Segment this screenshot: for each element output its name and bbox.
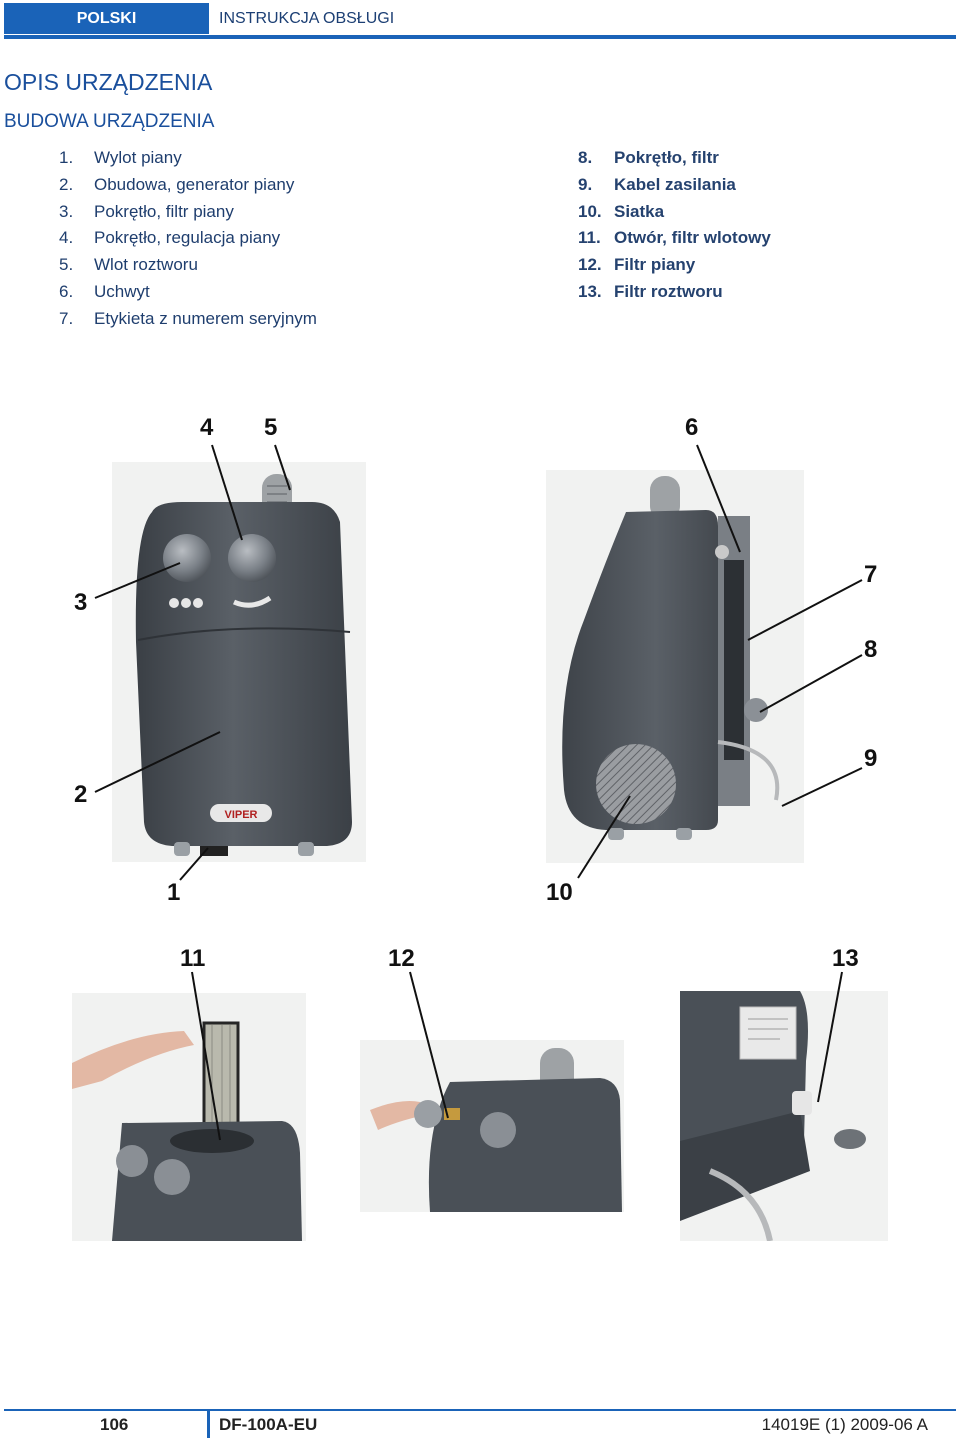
callout-7: 7 bbox=[864, 561, 878, 588]
list-item: 3. Pokrętło, filtr piany bbox=[59, 199, 317, 226]
item-number: 4. bbox=[59, 228, 74, 248]
callout-5: 5 bbox=[264, 414, 278, 441]
item-number: 10. bbox=[578, 201, 602, 221]
callout-9: 9 bbox=[864, 745, 878, 772]
callout-13: 13 bbox=[832, 945, 859, 972]
item-number: 5. bbox=[59, 255, 74, 275]
leader-9 bbox=[781, 767, 863, 807]
leader-12 bbox=[409, 971, 449, 1119]
device-side-illustration bbox=[546, 470, 804, 863]
callout-6: 6 bbox=[685, 414, 699, 441]
item-number: 6. bbox=[59, 281, 74, 301]
list-item: 10. Siatka bbox=[578, 199, 771, 226]
item-label: Filtr roztworu bbox=[614, 281, 723, 301]
leader-1 bbox=[179, 847, 209, 881]
item-label: Pokrętło, filtr bbox=[614, 148, 719, 167]
inlet-filter-illustration bbox=[72, 993, 306, 1241]
leader-5 bbox=[274, 444, 291, 491]
section-subtitle: BUDOWA URZĄDZENIA bbox=[4, 111, 215, 132]
parts-list-left: 1. Wylot piany 2. Obudowa, generator piany… bbox=[59, 145, 317, 333]
photo-solution-filter bbox=[680, 991, 888, 1241]
item-number: 7. bbox=[59, 308, 74, 328]
item-label: Otwór, filtr wlotowy bbox=[614, 228, 771, 248]
photo-inlet-filter bbox=[72, 993, 306, 1241]
item-label: Kabel zasilania bbox=[614, 174, 736, 194]
list-item: 9. Kabel zasilania bbox=[578, 172, 771, 199]
callout-11: 11 bbox=[180, 945, 206, 972]
item-label: Filtr piany bbox=[614, 255, 696, 275]
leader-4 bbox=[211, 444, 243, 541]
item-label: Uchwyt bbox=[94, 281, 150, 301]
leader-8 bbox=[759, 654, 863, 713]
leader-6 bbox=[696, 444, 741, 553]
brand-logo: VIPER bbox=[224, 809, 257, 821]
leader-3 bbox=[94, 562, 181, 599]
callout-8: 8 bbox=[864, 636, 878, 663]
item-number: 11. bbox=[578, 228, 601, 248]
item-label: Etykieta z numerem seryjnym bbox=[94, 308, 317, 328]
callout-12: 12 bbox=[388, 945, 415, 972]
item-label: Wylot piany bbox=[94, 148, 182, 167]
parts-list-right: 8. Pokrętło, filtr 9. Kabel zasilania 10. S… bbox=[578, 145, 771, 306]
leader-2 bbox=[94, 731, 221, 793]
model-name: DF-100A-EU bbox=[219, 1415, 318, 1434]
leader-7 bbox=[747, 579, 863, 641]
photo-side-view bbox=[546, 470, 804, 863]
photo-foam-filter bbox=[360, 1040, 624, 1212]
leader-13 bbox=[817, 971, 843, 1103]
device-front-illustration: VIPER bbox=[112, 462, 366, 862]
list-item: 1. Wylot piany bbox=[59, 145, 317, 172]
photo-front-view: VIPER bbox=[112, 462, 366, 862]
callout-3: 3 bbox=[74, 589, 88, 616]
item-number: 3. bbox=[59, 201, 74, 221]
document-id: 14019E (1) 2009-06 A bbox=[761, 1415, 928, 1434]
list-item: 8. Pokrętło, filtr bbox=[578, 145, 771, 172]
item-number: 9. bbox=[578, 174, 593, 194]
footer-separator bbox=[207, 1411, 210, 1438]
section-title: OPIS URZĄDZENIA bbox=[4, 69, 213, 95]
list-item: 7. Etykieta z numerem seryjnym bbox=[59, 306, 317, 333]
language-tab: POLSKI bbox=[4, 3, 209, 34]
list-item: 5. Wlot roztworu bbox=[59, 252, 317, 279]
list-item: 4. Pokrętło, regulacja piany bbox=[59, 225, 317, 252]
list-item: 12. Filtr piany bbox=[578, 252, 771, 279]
callout-4: 4 bbox=[200, 414, 214, 441]
callout-10: 10 bbox=[546, 879, 573, 906]
item-number: 8. bbox=[578, 148, 593, 167]
item-number: 2. bbox=[59, 174, 74, 194]
item-label: Wlot roztworu bbox=[94, 255, 198, 275]
item-label: Obudowa, generator piany bbox=[94, 174, 295, 194]
list-item: 11. Otwór, filtr wlotowy bbox=[578, 225, 771, 252]
callout-1: 1 bbox=[167, 879, 181, 906]
manual-title: INSTRUKCJA OBSŁUGI bbox=[219, 10, 395, 27]
item-label: Pokrętło, filtr piany bbox=[94, 201, 234, 221]
header-divider bbox=[4, 35, 956, 39]
list-item: 13. Filtr roztworu bbox=[578, 279, 771, 306]
item-number: 13. bbox=[578, 281, 602, 301]
item-number: 12. bbox=[578, 255, 602, 275]
leader-10 bbox=[577, 795, 631, 879]
solution-filter-illustration bbox=[680, 991, 888, 1241]
list-item: 2. Obudowa, generator piany bbox=[59, 172, 317, 199]
page-number: 106 bbox=[100, 1415, 129, 1434]
item-number: 1. bbox=[59, 148, 74, 167]
item-label: Pokrętło, regulacja piany bbox=[94, 228, 281, 248]
list-item: 6. Uchwyt bbox=[59, 279, 317, 306]
footer-divider bbox=[4, 1409, 956, 1411]
leader-11 bbox=[191, 971, 221, 1141]
item-label: Siatka bbox=[614, 201, 665, 221]
foam-filter-illustration bbox=[360, 1040, 624, 1212]
callout-2: 2 bbox=[74, 781, 88, 808]
